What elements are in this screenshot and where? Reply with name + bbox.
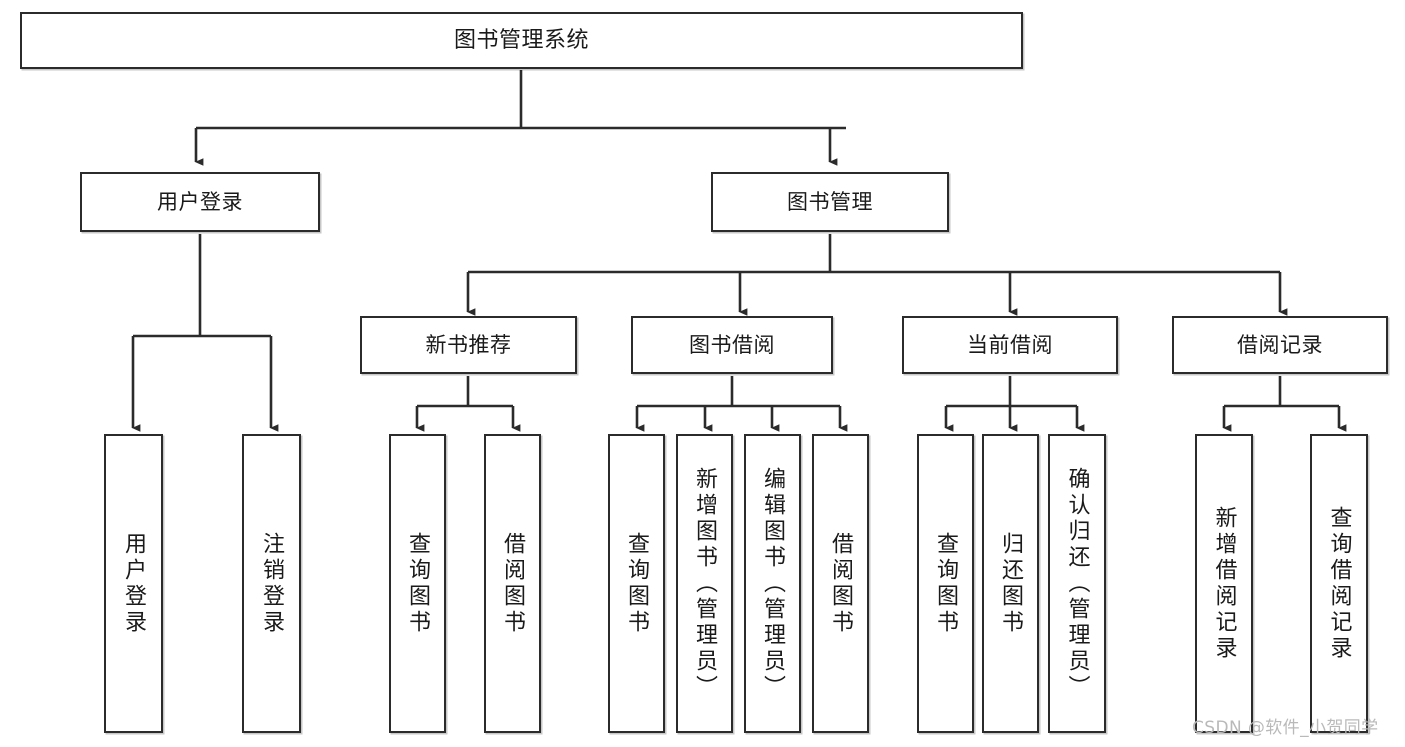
node-leaf-borrow-book-recommend[interactable]: 借阅图书	[484, 434, 541, 733]
node-leaf-query-book-borrow[interactable]: 查询图书	[608, 434, 665, 733]
node-label: 新增图书（管理员）	[692, 466, 718, 701]
node-label: 编辑图书（管理员）	[760, 466, 786, 701]
node-leaf-query-book-current[interactable]: 查询图书	[917, 434, 974, 733]
node-label: 新书推荐	[425, 332, 512, 357]
node-leaf-confirm-return-admin[interactable]: 确认归还（管理员）	[1048, 434, 1106, 733]
node-book-borrow[interactable]: 图书借阅	[631, 316, 833, 374]
node-user-login[interactable]: 用户登录	[80, 172, 320, 232]
node-leaf-add-book-admin[interactable]: 新增图书（管理员）	[676, 434, 733, 733]
node-label: 查询借阅记录	[1326, 505, 1352, 662]
node-label: 注销登录	[259, 531, 285, 636]
node-leaf-query-borrow-record[interactable]: 查询借阅记录	[1310, 434, 1368, 733]
node-current-borrow[interactable]: 当前借阅	[902, 316, 1118, 374]
node-label: 新增借阅记录	[1211, 505, 1237, 662]
node-label: 借阅记录	[1237, 332, 1323, 357]
node-label: 借阅图书	[500, 531, 526, 636]
node-label: 当前借阅	[967, 332, 1053, 357]
node-label: 确认归还（管理员）	[1064, 466, 1090, 701]
node-borrow-record[interactable]: 借阅记录	[1172, 316, 1388, 374]
node-leaf-return-book[interactable]: 归还图书	[982, 434, 1039, 733]
node-label: 图书管理系统	[453, 27, 589, 53]
node-label: 图书借阅	[689, 332, 775, 357]
node-label: 图书管理	[787, 189, 873, 214]
node-label: 查询图书	[933, 531, 959, 636]
node-leaf-query-book-recommend[interactable]: 查询图书	[389, 434, 446, 733]
node-label: 用户登录	[121, 531, 147, 636]
node-book-management[interactable]: 图书管理	[711, 172, 949, 232]
node-leaf-borrow-book[interactable]: 借阅图书	[812, 434, 869, 733]
node-new-book-recommend[interactable]: 新书推荐	[360, 316, 577, 374]
node-leaf-edit-book-admin[interactable]: 编辑图书（管理员）	[744, 434, 801, 733]
node-label: 查询图书	[624, 531, 650, 636]
node-label: 用户登录	[157, 189, 243, 214]
node-leaf-user-login[interactable]: 用户登录	[104, 434, 163, 733]
node-label: 查询图书	[405, 531, 431, 636]
node-label: 借阅图书	[828, 531, 854, 636]
node-root-system[interactable]: 图书管理系统	[20, 12, 1023, 69]
watermark-text: CSDN @软件_小贺同学	[1192, 718, 1379, 738]
node-label: 归还图书	[998, 531, 1024, 636]
node-leaf-add-borrow-record[interactable]: 新增借阅记录	[1195, 434, 1253, 733]
node-leaf-user-logout[interactable]: 注销登录	[242, 434, 301, 733]
